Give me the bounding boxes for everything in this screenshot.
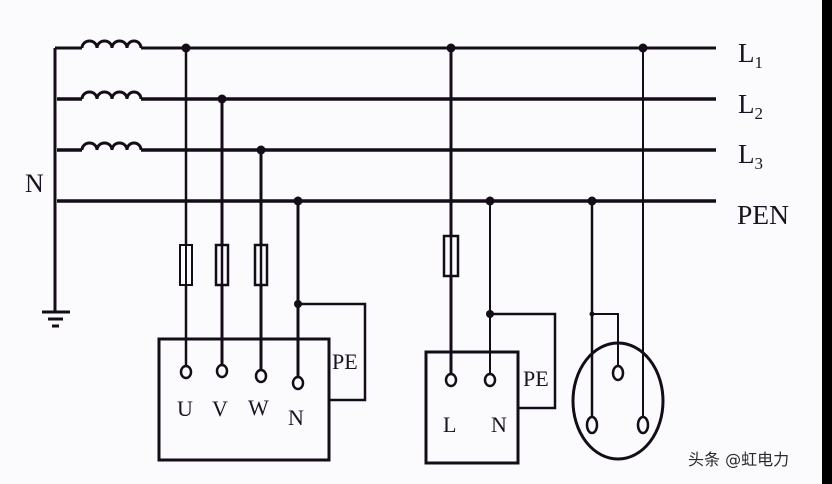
junction-dot <box>256 145 266 155</box>
terminal-label-single-N: N <box>491 412 507 437</box>
bus-L3 <box>57 141 716 152</box>
terminal-W-icon <box>254 368 268 384</box>
source-neutral-label: N <box>25 169 44 198</box>
bus-label-L2: L2 <box>738 89 763 123</box>
bus-label-L1: L1 <box>738 38 763 72</box>
bus-L1 <box>55 39 716 50</box>
junction-dot <box>589 311 595 317</box>
earth-ground-icon <box>42 310 70 328</box>
terminal-U-icon <box>179 364 193 380</box>
single-phase-pe-loop <box>490 312 557 410</box>
socket-pe-link <box>592 313 619 366</box>
junction-dot <box>638 43 648 53</box>
socket-pin-left-icon <box>585 415 599 435</box>
terminal-label-V: V <box>212 396 228 421</box>
terminal-L-icon <box>444 372 458 388</box>
coil-L3-icon <box>80 141 143 151</box>
junction-dot <box>446 43 456 53</box>
terminal-label-L: L <box>443 412 456 437</box>
bus-L2 <box>57 90 716 101</box>
socket-body-icon <box>571 341 665 461</box>
terminal-single-N-icon <box>483 372 497 388</box>
coil-L1-icon <box>80 39 143 49</box>
junction-dot <box>294 300 302 308</box>
socket-pin-right-icon <box>636 415 650 435</box>
bus-label-L3: L3 <box>738 139 763 173</box>
junction-dot <box>486 310 494 318</box>
pe-label-three-phase: PE <box>332 349 358 374</box>
junction-dot <box>485 196 495 206</box>
socket-pin-top-icon <box>611 364 625 382</box>
junction-dot <box>293 196 303 206</box>
pe-label-single-phase: PE <box>523 366 549 391</box>
terminal-N-icon <box>291 375 305 391</box>
terminal-label-N: N <box>288 405 304 430</box>
coil-L2-icon <box>80 90 143 100</box>
three-phase-pe-loop <box>298 302 367 402</box>
bus-label-PEN: PEN <box>737 200 789 230</box>
terminal-label-W: W <box>248 395 269 420</box>
junction-dot <box>181 43 191 53</box>
watermark: 头条 @虹电力 <box>688 450 789 469</box>
junction-dot <box>217 94 227 104</box>
single-phase-load-box <box>424 350 520 465</box>
terminal-label-U: U <box>177 396 193 421</box>
junction-dot <box>587 196 597 206</box>
terminal-V-icon <box>215 363 229 379</box>
